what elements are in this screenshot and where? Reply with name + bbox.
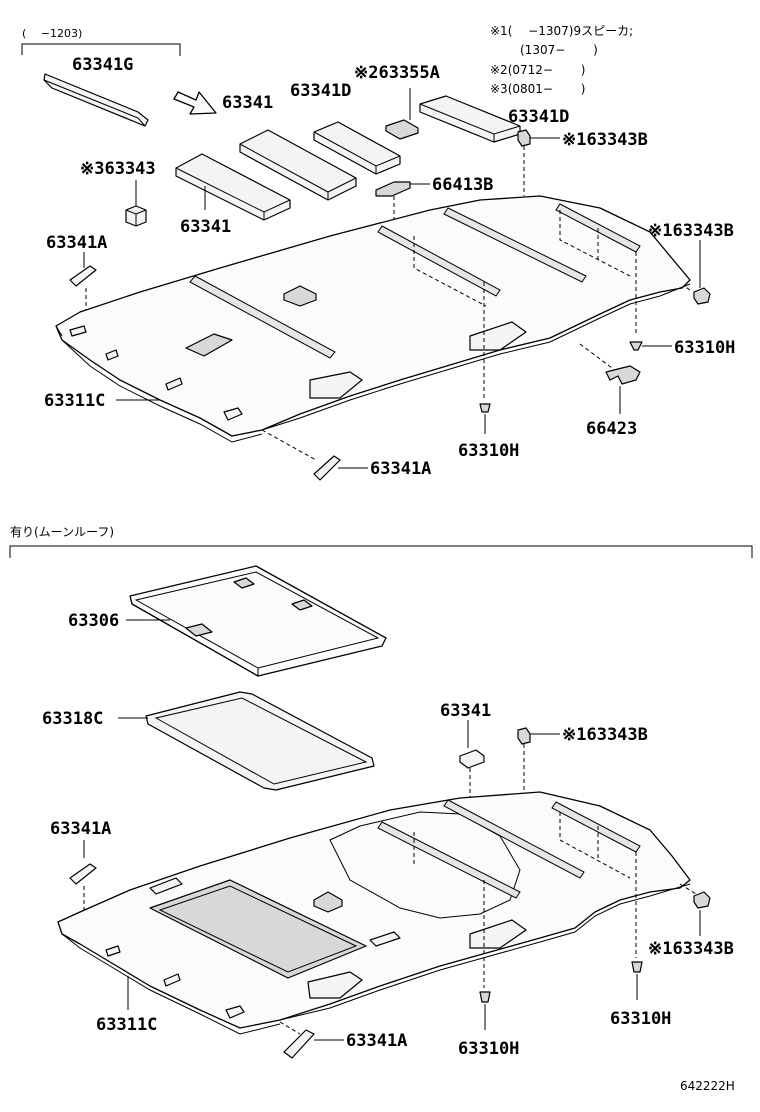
moonroof-section-frame bbox=[9, 545, 753, 558]
label-63310h-center: 63310H bbox=[458, 441, 519, 461]
pad-63341g bbox=[43, 73, 149, 127]
bracket-66413b bbox=[375, 181, 411, 197]
label-63310h-bottom-center: 63310H bbox=[458, 1039, 519, 1059]
date-range-label: ( −1203) bbox=[22, 27, 82, 40]
headliner-rib-3 bbox=[443, 207, 587, 283]
clip-63310h-right bbox=[629, 341, 643, 351]
headliner-moonroof-rib-2 bbox=[443, 799, 585, 879]
label-63343b-bottom-top: ※163343B bbox=[562, 725, 648, 745]
pad-63341d-right bbox=[419, 95, 521, 143]
label-63341g: 63341G bbox=[72, 55, 133, 75]
clip-63343b-bottom-top bbox=[517, 727, 531, 745]
label-63341a-bottom-left: 63341A bbox=[50, 819, 111, 839]
label-63341a-bottom-right: 63341A bbox=[346, 1031, 407, 1051]
moonroof-section-title: 有り(ムーンルーフ) bbox=[10, 525, 114, 539]
note-1b: (1307− ) bbox=[520, 43, 598, 57]
clip-63343b-top bbox=[517, 129, 531, 147]
label-66413b: 66413B bbox=[432, 175, 493, 195]
clip-63343b-bottom-right bbox=[693, 891, 711, 909]
label-63311c: 63311C bbox=[44, 391, 105, 411]
label-63343b-right: ※163343B bbox=[648, 221, 734, 241]
note-2: ※2(0712− ) bbox=[490, 63, 585, 77]
assist-grip-left bbox=[69, 325, 87, 337]
pad-63341a-left bbox=[69, 265, 97, 287]
sunvisor-holder-right bbox=[469, 321, 527, 351]
hook-left bbox=[105, 349, 119, 361]
top-section: ( −1203) ※1( −1307)9スピーカ; (1307− ) ※2(07… bbox=[21, 24, 735, 481]
pad-63341-upper bbox=[239, 129, 357, 201]
tab-moonroof-left bbox=[149, 877, 183, 895]
clip-63310h-bottom-center bbox=[479, 991, 491, 1003]
moonroof-opening bbox=[149, 879, 367, 979]
label-63341-lower: 63341 bbox=[180, 217, 231, 237]
headliner-rib-1 bbox=[189, 275, 336, 359]
pad-63341-bottom bbox=[459, 749, 485, 769]
hook-mid bbox=[165, 377, 183, 391]
label-63341-upper: 63341 bbox=[222, 93, 273, 113]
label-63343b-bottom-right: ※163343B bbox=[648, 939, 734, 959]
label-63341-bottom: 63341 bbox=[440, 701, 491, 721]
date-range-bracket bbox=[21, 43, 181, 56]
center-lamp bbox=[283, 285, 317, 307]
hook-moonroof-3 bbox=[225, 1005, 245, 1019]
label-63310h-bottom-right: 63310H bbox=[610, 1009, 671, 1029]
label-63355a: ※263355A bbox=[354, 63, 440, 83]
label-63306: 63306 bbox=[68, 611, 119, 631]
center-lamp-moonroof bbox=[313, 891, 343, 913]
label-63341d-right: 63341D bbox=[508, 107, 569, 127]
sunvisor-holder-left bbox=[309, 371, 363, 399]
sunvisor-holder-moonroof-left bbox=[307, 971, 363, 999]
clip-63310h-center bbox=[479, 403, 491, 413]
label-63341a-bottom: 63341A bbox=[370, 459, 431, 479]
pad-63341a-bottom-left bbox=[69, 863, 97, 885]
label-63341d-left: 63341D bbox=[290, 81, 351, 101]
hook-moonroof-1 bbox=[105, 945, 121, 957]
label-63343: ※363343 bbox=[80, 159, 156, 179]
bottom-section: 63306 63318C 63341 ※163343B 63341A bbox=[42, 565, 734, 1059]
headliner-rib-2 bbox=[377, 225, 501, 297]
label-63341a-left: 63341A bbox=[46, 233, 107, 253]
front-arrow-icon bbox=[173, 91, 217, 115]
label-63318c: 63318C bbox=[42, 709, 103, 729]
pad-63341a-bottom bbox=[313, 455, 341, 481]
part-63355a bbox=[385, 119, 419, 140]
label-63343b-top: ※163343B bbox=[562, 130, 648, 150]
note-1: ※1( −1307)9スピーカ; bbox=[490, 24, 633, 38]
hook-moonroof-2 bbox=[163, 973, 181, 987]
label-63310h-right: 63310H bbox=[674, 338, 735, 358]
pad-63341d-left bbox=[313, 121, 401, 175]
sunvisor-holder-moonroof-right bbox=[469, 919, 527, 949]
diagram-id: 642222H bbox=[680, 1079, 735, 1093]
label-63311c-bottom: 63311C bbox=[96, 1015, 157, 1035]
clip-63343b-right bbox=[693, 287, 711, 305]
pad-63341a-bottom-right bbox=[283, 1029, 315, 1059]
label-66423: 66423 bbox=[586, 419, 637, 439]
pad-63341-lower bbox=[175, 153, 291, 221]
note-3: ※3(0801− ) bbox=[490, 82, 585, 96]
tab-moonroof-right bbox=[369, 931, 401, 947]
seal-63318c bbox=[145, 691, 375, 791]
bracket-66423 bbox=[605, 365, 641, 385]
dome-lamp-opening bbox=[185, 333, 233, 357]
clip-63310h-bottom-right bbox=[631, 961, 643, 973]
hook-front bbox=[223, 407, 243, 421]
